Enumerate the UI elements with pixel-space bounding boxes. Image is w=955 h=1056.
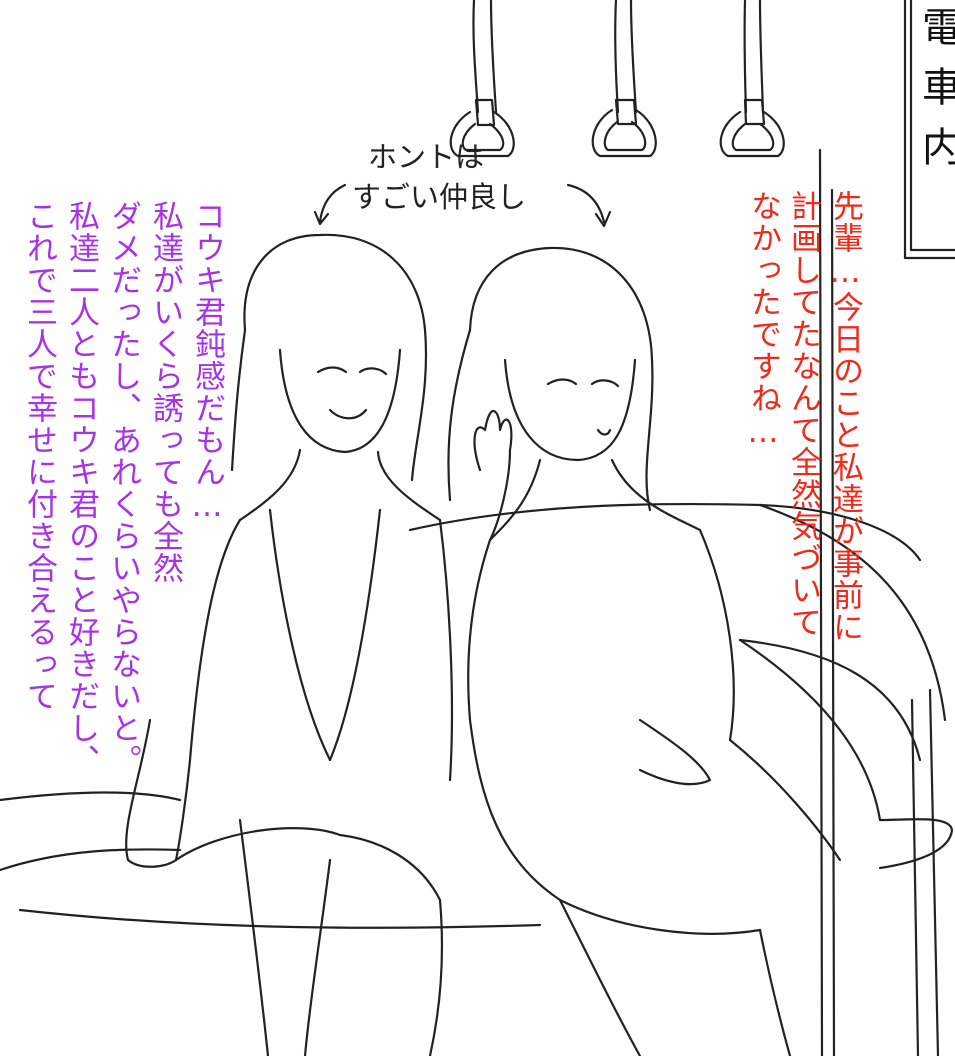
right-dialogue-line-3: なかったですね…: [745, 190, 781, 451]
left-woman: [125, 233, 454, 1056]
caption-line-2: すごい仲良し: [352, 180, 527, 214]
left-dialogue-line-1: コウキ君鈍感だもん…: [189, 200, 225, 525]
caption-line-1: ホントは: [368, 140, 485, 174]
left-dialogue-line-5: これで三人で幸せに付き合えるって: [21, 200, 57, 712]
right-dialogue-line-1: 先輩…今日のこと私達が事前に: [827, 190, 863, 643]
sign-char-1: 電: [922, 5, 955, 51]
right-woman: [447, 246, 842, 1056]
sign-box: [903, 0, 955, 260]
hanging-strap-2: [591, 0, 657, 158]
left-dialogue-line-2: 私達がいくら誘っても全然: [147, 200, 183, 584]
sign-char-2: 車: [922, 65, 955, 111]
left-dialogue-line-4: 私達二人ともコウキ君のこと好きだし、: [63, 200, 99, 776]
hanging-strap-3: [719, 0, 785, 158]
sign-char-3: 内: [922, 125, 955, 171]
right-dialogue-line-2: 計画してたなんて全然気づいて: [785, 190, 821, 638]
hanging-strap-1: [449, 0, 515, 158]
left-dialogue-line-3: ダメだったし、あれくらいやらないと。: [105, 200, 141, 776]
